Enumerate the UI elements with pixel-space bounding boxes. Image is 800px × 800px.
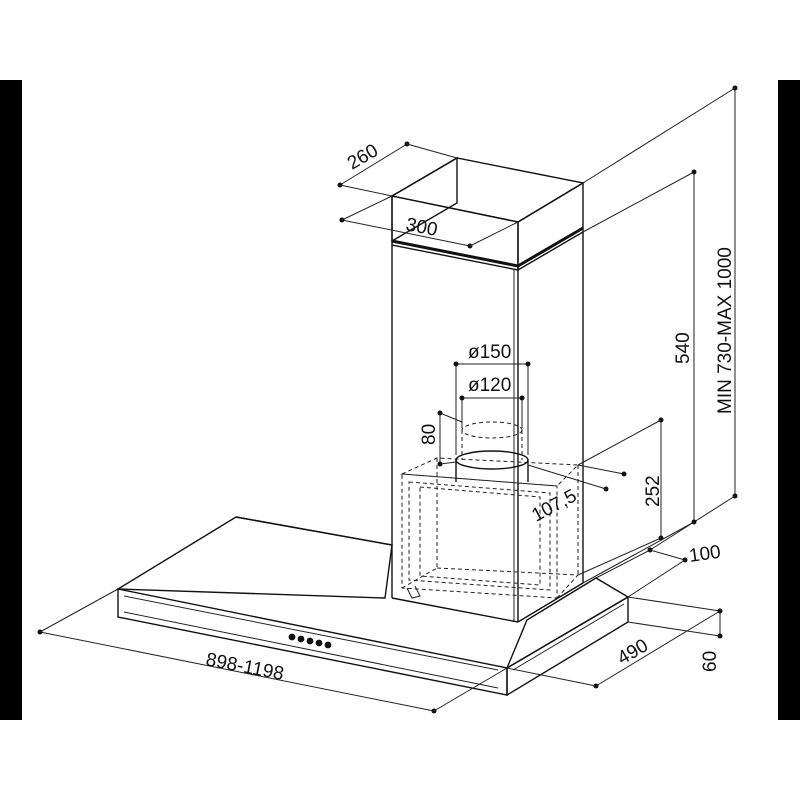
label-540: 540: [673, 332, 694, 364]
hood-canopy: [115, 516, 630, 697]
motor-box-hidden: [400, 421, 580, 599]
outlet-collar-top: [455, 450, 529, 470]
label-60: 60: [700, 651, 721, 672]
control-button[interactable]: [306, 637, 314, 645]
label-min-max: MIN 730-MAX 1000: [715, 247, 736, 414]
label-300: 300: [404, 214, 439, 241]
chimney-upper-side: [517, 181, 584, 272]
control-button[interactable]: [288, 633, 296, 641]
control-button[interactable]: [324, 641, 332, 649]
dimension-labels: 260 300 MIN 730-MAX 1000 540 252 107,5 8…: [204, 140, 736, 685]
control-button[interactable]: [297, 635, 305, 643]
canopy-top-left: [115, 516, 393, 599]
label-100: 100: [688, 542, 722, 567]
label-898-1198: 898-1198: [204, 649, 285, 685]
label-o150: ø150: [468, 342, 511, 363]
control-button[interactable]: [315, 639, 323, 647]
label-80: 80: [419, 424, 440, 445]
left-black-bar: [0, 80, 22, 720]
chimney: [390, 156, 585, 623]
outlet-collar-upper: [461, 421, 523, 439]
label-490: 490: [614, 635, 652, 669]
right-black-bar: [778, 80, 800, 720]
dimension-lines: [37, 85, 738, 714]
control-panel: [288, 633, 332, 649]
label-252: 252: [643, 475, 664, 507]
label-260: 260: [344, 140, 382, 174]
label-o120: ø120: [468, 375, 511, 396]
